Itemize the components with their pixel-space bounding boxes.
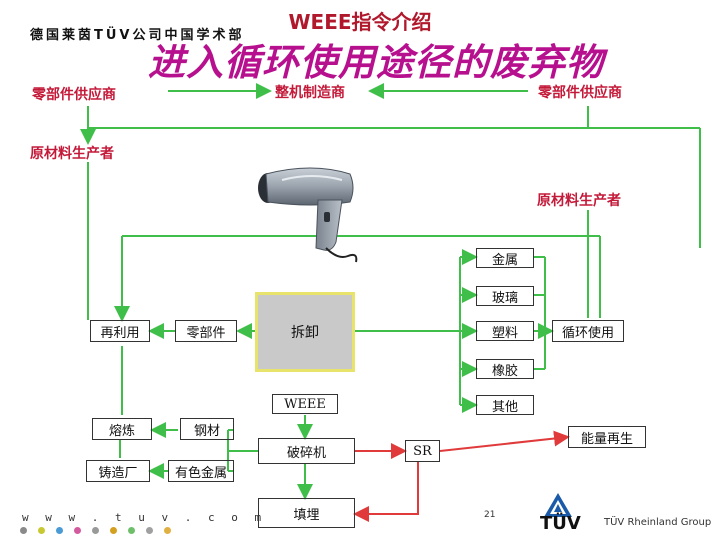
node-glass: 玻璃 <box>476 286 534 306</box>
hair-dryer-image <box>258 167 358 263</box>
node-manufacturer: 整机制造商 <box>275 85 345 101</box>
node-disassemble: 拆卸 <box>255 292 355 372</box>
decorative-dot <box>20 527 27 534</box>
decorative-dot <box>92 527 99 534</box>
node-steel: 钢材 <box>180 418 234 440</box>
page-title: WEEE指令介绍 <box>288 10 432 34</box>
page-number: 21 <box>484 510 496 520</box>
node-plastic: 塑料 <box>476 321 534 341</box>
tuv-group-name: TÜV Rheinland Group <box>604 517 712 528</box>
node-shredder: 破碎机 <box>258 438 355 464</box>
decorative-dot <box>38 527 45 534</box>
node-parts-supplier-right: 零部件供应商 <box>538 85 622 101</box>
node-raw-producer-right: 原材料生产者 <box>537 193 621 209</box>
decorative-dot <box>110 527 117 534</box>
node-metal: 金属 <box>476 248 534 268</box>
node-raw-producer-left: 原材料生产者 <box>30 146 114 162</box>
node-smelting: 熔炼 <box>92 418 152 440</box>
node-reuse: 再利用 <box>90 320 150 342</box>
node-parts: 零部件 <box>175 320 237 342</box>
node-nonferrous: 有色金属 <box>168 460 234 482</box>
decorative-dot <box>74 527 81 534</box>
node-landfill: 填埋 <box>258 498 355 528</box>
decorative-dots <box>20 527 171 534</box>
decorative-dot <box>164 527 171 534</box>
tuv-triangle-logo-icon <box>544 493 572 517</box>
node-parts-supplier-left: 零部件供应商 <box>32 87 116 103</box>
organization-name: 德国莱茵TÜV公司中国学术部 <box>30 28 245 43</box>
tuv-logo-text: TÜV <box>540 513 581 534</box>
decorative-dot <box>56 527 63 534</box>
diagram-title: 进入循环使用途径的废弃物 <box>148 40 604 84</box>
node-energy: 能量再生 <box>568 426 646 448</box>
node-rubber: 橡胶 <box>476 359 534 379</box>
website-url: w w w . t u v . c o m <box>22 511 267 524</box>
node-foundry: 铸造厂 <box>86 460 150 482</box>
decorative-dot <box>146 527 153 534</box>
node-recycle: 循环使用 <box>552 320 624 342</box>
node-sr: SR <box>405 440 440 462</box>
node-weee: WEEE <box>272 394 338 414</box>
decorative-dot <box>128 527 135 534</box>
node-other: 其他 <box>476 395 534 415</box>
